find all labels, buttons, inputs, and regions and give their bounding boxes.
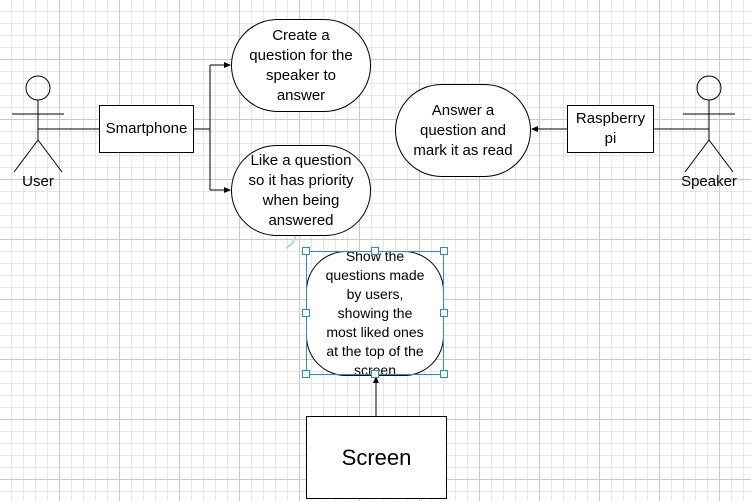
smartphone-branch-connector[interactable]: [193, 64, 226, 191]
resize-handle-bottom[interactable]: [371, 370, 379, 378]
arrowhead-create-question: [224, 62, 231, 68]
user-actor-label: User: [22, 173, 54, 190]
show-questions-label: Show the questions made by users, showin…: [325, 248, 425, 378]
arrowhead-like-question: [224, 187, 231, 193]
smartphone-box[interactable]: Smartphone: [99, 105, 194, 153]
screen-box[interactable]: Screen: [306, 416, 447, 499]
selection-frame[interactable]: [306, 251, 444, 375]
user-actor-figure[interactable]: [12, 75, 64, 173]
raspberry-pi-label: Raspberry pi: [575, 110, 646, 147]
answer-question-usecase[interactable]: Answer a question and mark it as read: [395, 84, 531, 177]
resize-handle-top[interactable]: [371, 247, 379, 255]
resize-handle-top-right[interactable]: [440, 247, 448, 255]
raspberry-pi-box[interactable]: Raspberry pi: [567, 105, 654, 153]
screen-label: Screen: [341, 444, 412, 470]
resize-handle-bottom-left[interactable]: [302, 370, 310, 378]
show-questions-usecase[interactable]: Show the questions made by users, showin…: [306, 248, 444, 378]
resize-handle-top-left[interactable]: [302, 247, 310, 255]
smartphone-label: Smartphone: [105, 120, 188, 137]
answer-question-label: Answer a question and mark it as read: [413, 101, 513, 159]
resize-handle-left[interactable]: [302, 309, 310, 317]
like-question-label: Like a question so it has priority when …: [248, 151, 354, 229]
create-question-usecase[interactable]: Create a question for the speaker to ans…: [231, 19, 371, 112]
arrowhead-show-questions: [373, 376, 379, 383]
create-question-label: Create a question for the speaker to ans…: [249, 26, 353, 104]
speaker-actor-figure[interactable]: [683, 75, 735, 173]
resize-handle-bottom-right[interactable]: [440, 370, 448, 378]
arrowhead-answer-question: [531, 126, 538, 132]
like-question-usecase[interactable]: Like a question so it has priority when …: [231, 145, 371, 236]
resize-handle-right[interactable]: [440, 309, 448, 317]
speaker-actor-label: Speaker: [681, 173, 737, 190]
connection-hint-icon: [285, 235, 297, 249]
